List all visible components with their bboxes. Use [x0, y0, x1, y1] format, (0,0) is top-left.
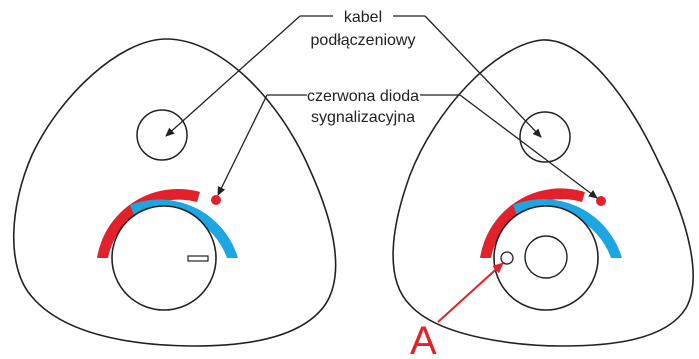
cable-callout: kabel podłączeniowy [165, 9, 542, 138]
diode-label-line1: czerwona dioda [307, 88, 419, 105]
diode-arrow-left [217, 94, 268, 196]
marker-a-label: A [410, 319, 437, 359]
left-knob-indicator [187, 255, 209, 262]
right-diode [596, 196, 606, 206]
cable-label-line1: kabel [344, 9, 382, 26]
right-reset-hole [500, 251, 514, 265]
left-unit [12, 38, 337, 347]
left-cable-circle [136, 109, 188, 161]
marker-a-arrow [437, 262, 504, 323]
diode-callout: czerwona dioda sygnalizacyjna [217, 88, 598, 199]
cable-label-line2: podłączeniowy [311, 32, 416, 49]
right-cable-circle [519, 111, 571, 163]
left-knob [111, 205, 217, 311]
left-diode [211, 195, 221, 205]
diode-arrow-right [459, 94, 598, 199]
cable-arrow-left [165, 15, 301, 137]
right-unit [392, 39, 694, 347]
marker-a-callout: A [410, 262, 504, 359]
cable-arrow-right [424, 15, 542, 138]
diode-label-line2: sygnalizacyjna [311, 109, 415, 126]
right-knob-center-ring [524, 235, 568, 279]
